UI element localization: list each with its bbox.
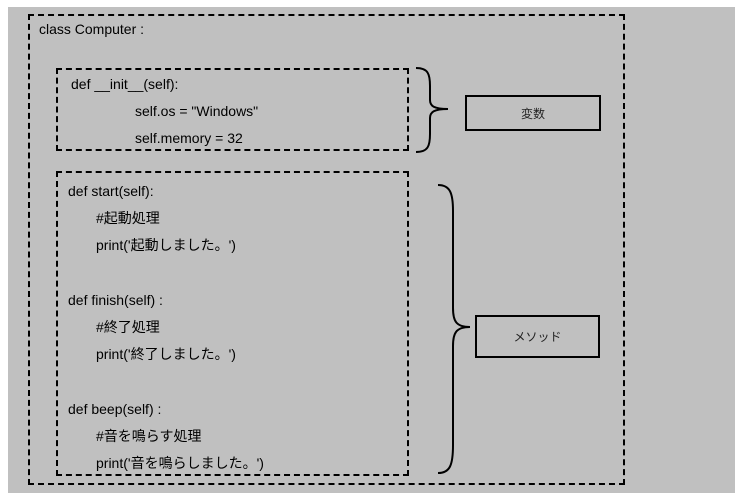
variables-label-box: 変数 [465,95,601,131]
finish-comment-line: #終了処理 [96,319,160,335]
beep-print-line: print('音を鳴らしました。') [96,455,264,471]
finish-def-line: def finish(self) : [68,292,163,308]
start-def-line: def start(self): [68,183,154,199]
beep-comment-line: #音を鳴らす処理 [96,428,202,444]
variables-brace-icon [415,67,449,153]
init-def-line: def __init__(self): [71,76,179,92]
init-memory-line: self.memory = 32 [135,130,243,146]
init-block-boundary [56,68,409,151]
init-os-line: self.os = "Windows" [135,103,259,119]
diagram-canvas [8,7,735,493]
variables-label: 変数 [520,106,545,121]
class-header: class Computer : [39,21,145,37]
class-boundary [28,14,625,485]
beep-def-line: def beep(self) : [68,401,162,417]
methods-label: メソッド [513,330,562,344]
methods-label-box: メソッド [475,315,600,358]
finish-print-line: print('終了しました。') [96,346,236,362]
start-comment-line: #起動処理 [96,210,160,226]
methods-block-boundary [56,171,409,476]
start-print-line: print('起動しました。') [96,237,236,253]
methods-brace-icon [437,184,471,474]
